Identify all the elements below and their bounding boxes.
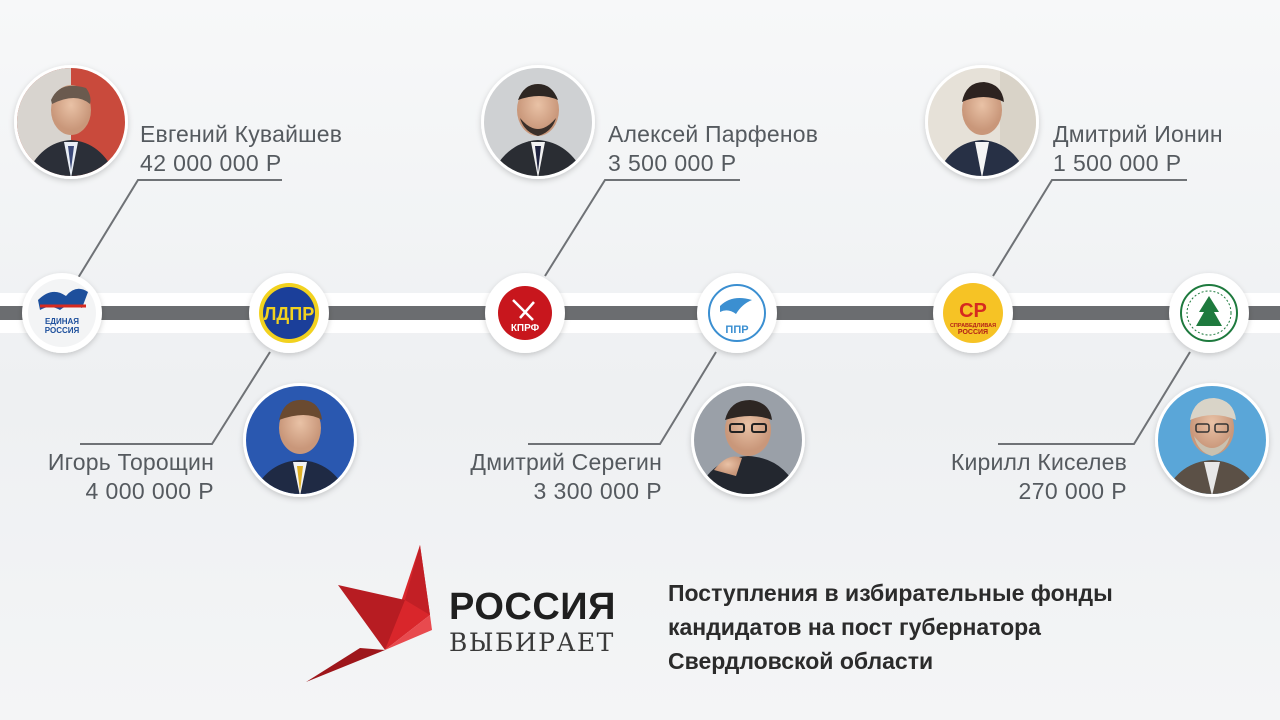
portrait-photo: [243, 383, 357, 497]
candidate-amount: 270 000 Р: [1018, 478, 1127, 504]
brand-subtitle: ВЫБИРАЕТ: [449, 628, 615, 657]
candidate-amount: 1 500 000 Р: [1053, 150, 1182, 176]
candidate-amount: 3 500 000 Р: [608, 150, 737, 176]
logo-label: ЛДПР: [264, 304, 314, 324]
logo-label: РОССИЯ: [958, 329, 988, 336]
party-logo-edinaya-rossiya: ЕДИНАЯ РОССИЯ: [22, 273, 102, 353]
party-logo-ldpr: ЛДПР: [249, 273, 329, 353]
logo-label: РОССИЯ: [45, 326, 80, 335]
candidate-name: Дмитрий Серегин: [470, 449, 662, 475]
candidate-name: Игорь Торощин: [47, 449, 214, 475]
bird-icon: [720, 298, 752, 314]
brand-title: РОССИЯ: [449, 586, 616, 628]
logo-label: ППР: [725, 324, 748, 336]
logo-label: КПРФ: [511, 323, 540, 334]
candidate-amount: 4 000 000 Р: [85, 478, 214, 504]
title-line: Поступления в избирательные фонды: [668, 580, 1113, 606]
candidate-name: Евгений Кувайшев: [140, 121, 343, 147]
connector-lines: [77, 179, 1191, 445]
party-logo-ppr: ППР: [697, 273, 777, 353]
candidate-amount: 3 300 000 Р: [533, 478, 662, 504]
party-logo-kprf: КПРФ: [485, 273, 565, 353]
portrait-photo: [691, 383, 805, 497]
portrait-photo: [1155, 383, 1269, 497]
portrait-photo: [925, 65, 1039, 179]
title-line: Свердловской области: [668, 648, 934, 674]
portrait-photo: [481, 65, 595, 179]
candidate-name: Алексей Парфенов: [608, 121, 819, 147]
hammer-sickle-icon: [512, 299, 535, 321]
candidate-amount: 42 000 000 Р: [140, 150, 282, 176]
logo-label: ЕДИНАЯ: [45, 317, 79, 326]
logo-label: СР: [959, 300, 987, 322]
portrait-photo: [14, 65, 128, 179]
timeline-rail: [0, 306, 1280, 320]
title-line: кандидатов на пост губернатора: [668, 614, 1041, 640]
brand-bird-logo: [306, 545, 432, 682]
logo-label: СПРАВЕДЛИВАЯ: [950, 323, 996, 329]
candidate-name: Дмитрий Ионин: [1053, 121, 1223, 147]
party-logo-spravedlivaya-rossiya: СР СПРАВЕДЛИВАЯ РОССИЯ: [933, 273, 1013, 353]
candidate-name: Кирилл Киселев: [950, 449, 1127, 475]
tree-icon: [1196, 296, 1222, 326]
infographic-title: Поступления в избирательные фонды кандид…: [668, 576, 1113, 678]
party-logo-greens: [1169, 273, 1249, 353]
